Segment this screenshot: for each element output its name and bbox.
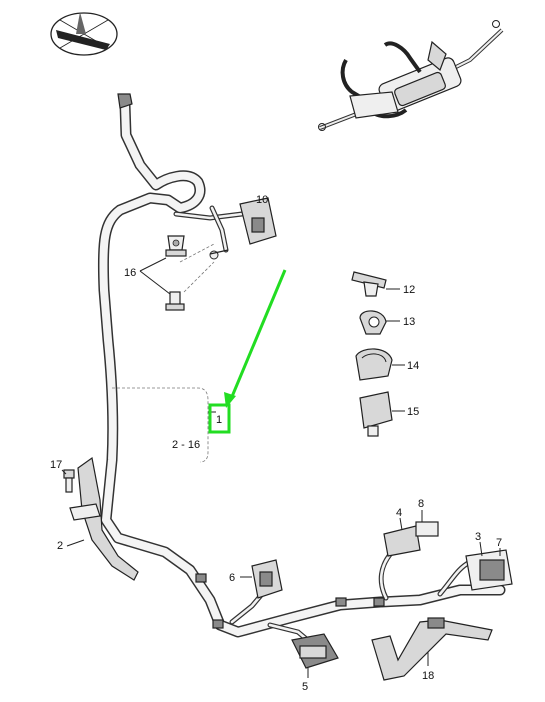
callout-1: 1 xyxy=(216,414,222,426)
callout-12: 12 xyxy=(403,284,415,296)
connector-5 xyxy=(291,633,339,678)
callout-13: 13 xyxy=(403,316,415,328)
highlight-arrow xyxy=(224,269,287,408)
callout-8: 8 xyxy=(418,498,424,510)
range-bracket xyxy=(112,387,216,463)
bracket-18 xyxy=(371,617,493,681)
callout-16: 16 xyxy=(124,267,136,279)
callout-3: 3 xyxy=(475,531,481,543)
callout-2-16: 2 - 16 xyxy=(172,439,200,451)
clip-12 xyxy=(351,271,400,297)
bolt-16-bottom xyxy=(165,291,185,311)
steering-rack-overview-icon xyxy=(318,20,504,131)
callout-4: 4 xyxy=(396,507,402,519)
bolt-17 xyxy=(61,469,75,493)
connector-4-8 xyxy=(383,510,439,557)
callout-15: 15 xyxy=(407,406,419,418)
callout-2: 2 xyxy=(57,540,63,552)
callout-17: 17 xyxy=(50,459,62,471)
callout-10: 10 xyxy=(256,194,268,206)
bolt-16-top xyxy=(165,235,187,257)
callout-5: 5 xyxy=(302,681,308,693)
connector-6 xyxy=(240,559,283,599)
compass-orientation-icon xyxy=(50,12,118,56)
leader-16 xyxy=(139,243,215,295)
clip-14 xyxy=(355,348,405,381)
callout-18: 18 xyxy=(422,670,434,682)
callout-7: 7 xyxy=(496,537,502,549)
callout-14: 14 xyxy=(407,360,419,372)
clip-13 xyxy=(359,310,400,335)
clip-15 xyxy=(359,391,405,437)
highlight-box xyxy=(208,403,231,434)
connector-10 xyxy=(239,197,277,245)
callout-6: 6 xyxy=(229,572,235,584)
main-wiring-harness xyxy=(97,93,506,645)
bracket-2 xyxy=(66,456,139,581)
connector-3-7 xyxy=(465,541,513,591)
